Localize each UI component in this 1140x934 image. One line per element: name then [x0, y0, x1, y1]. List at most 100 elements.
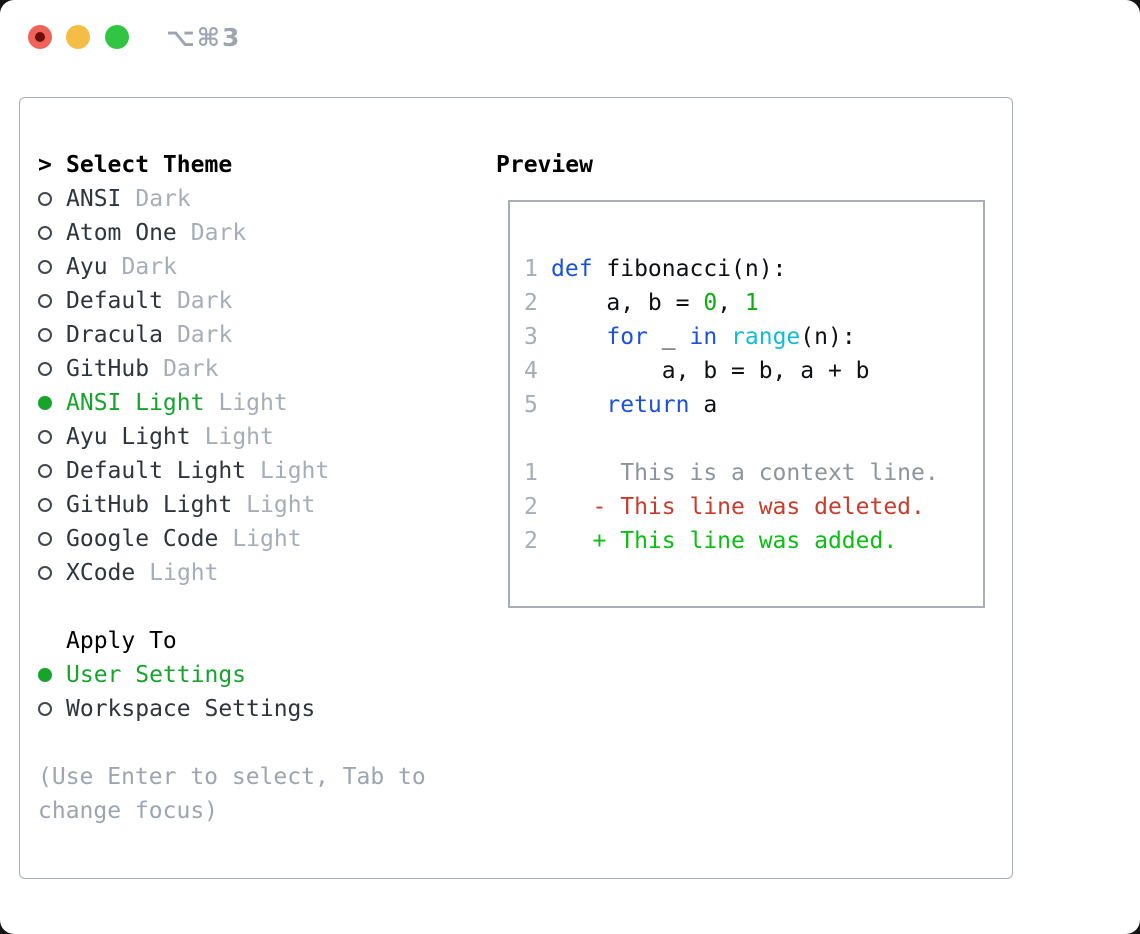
select-theme-title: Select Theme: [66, 152, 233, 178]
code-token-fg: ,: [717, 290, 745, 316]
code-token-kw: in: [689, 324, 718, 350]
theme-variant-badge: Light: [246, 492, 316, 518]
code-token-fg: [551, 324, 606, 350]
apply-to-header: Apply To: [66, 628, 177, 654]
close-button-icon[interactable]: [28, 25, 52, 49]
line-number: 1: [524, 460, 538, 486]
theme-variant-badge: Light: [218, 390, 288, 416]
radio-unselected-icon: [38, 566, 52, 580]
theme-name: Ayu Light: [66, 424, 191, 450]
theme-name: Default Light: [66, 458, 247, 484]
prompt-icon: >: [38, 152, 52, 178]
line-number: 5: [524, 392, 538, 418]
theme-variant-badge: Dark: [135, 186, 191, 212]
help-text-line: (Use Enter to select, Tab to: [38, 764, 426, 790]
theme-option[interactable]: Ayu Light Light: [38, 420, 329, 454]
line-number: 2: [524, 290, 538, 316]
diff-line-context: 1 This is a context line.: [524, 456, 939, 490]
radio-selected-icon: [38, 396, 52, 410]
theme-option[interactable]: GitHub Light Light: [38, 488, 329, 522]
radio-unselected-icon: [38, 464, 52, 478]
radio-selected-icon: [38, 668, 52, 682]
code-token-fg: a: [689, 392, 718, 418]
theme-name: Default: [66, 288, 163, 314]
code-line: 2 a, b = 0, 1: [524, 286, 759, 320]
code-token-kw: def: [551, 256, 593, 282]
diff-text: + This line was added.: [551, 528, 898, 554]
theme-variant-badge: Dark: [121, 254, 177, 280]
diff-text: This is a context line.: [551, 460, 939, 486]
code-token-num: 0: [703, 290, 718, 316]
theme-option[interactable]: Dracula Dark: [38, 318, 329, 352]
code-line: 3 for _ in range(n):: [524, 320, 856, 354]
theme-option[interactable]: Ayu Dark: [38, 250, 329, 284]
diff-line-added: 2 + This line was added.: [524, 524, 897, 558]
code-token-fg: _: [647, 324, 690, 350]
code-line: 4 a, b = b, a + b: [524, 354, 870, 388]
theme-name: GitHub: [66, 356, 150, 382]
line-number: 2: [524, 494, 538, 520]
theme-name: Google Code: [66, 526, 219, 552]
theme-name: GitHub Light: [66, 492, 233, 518]
theme-name: Atom One: [66, 220, 177, 246]
theme-option[interactable]: ANSI Dark: [38, 182, 329, 216]
help-text: (Use Enter to select, Tab to change focus…: [38, 760, 426, 828]
radio-unselected-icon: [38, 532, 52, 546]
theme-option[interactable]: Default Dark: [38, 284, 329, 318]
code-token-fg: a, b = b, a + b: [551, 358, 870, 384]
code-token-fn: range: [731, 324, 801, 350]
radio-unselected-icon: [38, 328, 52, 342]
radio-unselected-icon: [38, 362, 52, 376]
code-token-fg: [551, 392, 606, 418]
code-token-fg: (n):: [800, 324, 856, 350]
theme-name: Dracula: [66, 322, 163, 348]
theme-variant-badge: Dark: [176, 322, 233, 348]
radio-unselected-icon: [38, 260, 52, 274]
code-token-num: 1: [744, 290, 759, 316]
zoom-button-icon[interactable]: [105, 25, 129, 49]
radio-unselected-icon: [38, 702, 52, 716]
close-dot-icon: [35, 32, 45, 42]
theme-variant-badge: Dark: [176, 288, 233, 314]
theme-variant-badge: Light: [204, 424, 274, 450]
line-number: 1: [524, 256, 538, 282]
line-number: 3: [524, 324, 538, 350]
preview-title: Preview: [496, 152, 593, 178]
window-title-shortcut: ⌥⌘3: [166, 23, 242, 52]
theme-name: Ayu: [66, 254, 108, 280]
line-number: 4: [524, 358, 538, 384]
theme-name: ANSI Light: [66, 390, 205, 416]
theme-option[interactable]: Google Code Light: [38, 522, 329, 556]
theme-option[interactable]: ANSI Light Light: [38, 386, 329, 420]
code-line: 1 def fibonacci(n):: [524, 252, 786, 286]
help-text-line: change focus): [38, 798, 219, 824]
theme-option[interactable]: Default Light Light: [38, 454, 329, 488]
radio-unselected-icon: [38, 192, 52, 206]
apply-to-label: User Settings: [66, 662, 247, 688]
apply-to-option[interactable]: User Settings: [38, 658, 315, 692]
radio-unselected-icon: [38, 294, 52, 308]
radio-unselected-icon: [38, 226, 52, 240]
radio-unselected-icon: [38, 498, 52, 512]
code-token-fg: fibonacci(n):: [592, 256, 787, 282]
code-line: 5 return a: [524, 388, 717, 422]
theme-variant-badge: Light: [232, 526, 302, 552]
code-token-fg: a, b =: [551, 290, 704, 316]
minimize-button-icon[interactable]: [66, 25, 90, 49]
theme-name: ANSI: [66, 186, 122, 212]
radio-unselected-icon: [38, 430, 52, 444]
apply-to-option[interactable]: Workspace Settings: [38, 692, 315, 726]
theme-variant-badge: Light: [260, 458, 330, 484]
diff-text: - This line was deleted.: [551, 494, 925, 520]
diff-line-deleted: 2 - This line was deleted.: [524, 490, 925, 524]
theme-variant-badge: Light: [149, 560, 219, 586]
select-theme-header: > Select Theme: [38, 148, 232, 182]
code-token-kw: return: [606, 392, 690, 418]
